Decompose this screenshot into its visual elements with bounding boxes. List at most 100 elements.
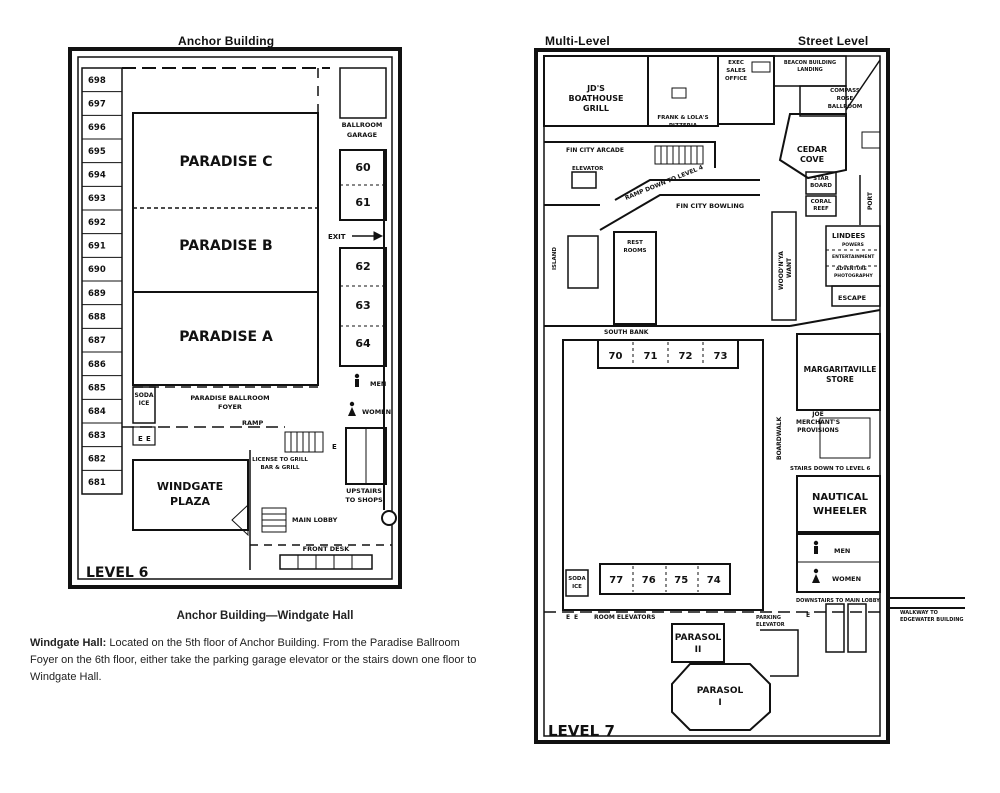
garage-label: GARAGE [347, 131, 377, 139]
guest-room-label: 693 [88, 194, 106, 204]
front-desk-label: FRONT DESK [303, 545, 351, 553]
exec-line1: EXEC [728, 60, 744, 66]
guest-room-label: 684 [88, 407, 106, 417]
walkway-line1: WALKWAY TO [900, 610, 938, 616]
downstairs-label: DOWNSTAIRS TO MAIN LOBBY [796, 598, 880, 604]
joe-line3: PROVISIONS [797, 427, 839, 434]
parasol1-line2: I [718, 698, 721, 708]
guest-room-label: 689 [88, 289, 106, 299]
anchor-building-plan [68, 47, 402, 589]
paradise-b-label: PARADISE B [179, 238, 272, 254]
upstairs-line2: TO SHOPS [345, 496, 383, 504]
nautical-line2: WHEELER [813, 506, 867, 517]
beacon-line2: LANDING [797, 67, 823, 73]
caption-title: Anchor Building—Windgate Hall [176, 610, 354, 622]
windgate-label-line2: PLAZA [170, 495, 211, 508]
anchor-ice-label: ICE [139, 400, 150, 407]
meeting-room-label: 72 [679, 351, 693, 362]
street-level-header: Street Level [798, 34, 869, 48]
escape-label: ESCAPE [838, 294, 866, 302]
margaritaville-line2: STORE [826, 375, 854, 384]
ramp-label: RAMP [242, 419, 264, 427]
license-grill-line1: LICENSE TO GRILL [252, 457, 308, 463]
anchor-restroom-icons [348, 373, 360, 416]
ballroom-label: BALLROOM [342, 121, 383, 129]
parking-elevator-line1: PARKING [756, 615, 781, 621]
anchor-women-label: WOMEN [362, 408, 391, 416]
parasol2-line2: II [695, 645, 702, 655]
powers-label: POWERS [842, 242, 864, 248]
ramp-down-label: RAMP DOWN TO LEVEL 4 [624, 164, 704, 202]
level7-restroom-icons [812, 540, 820, 583]
lindees-label: LINDEES [832, 232, 865, 240]
entertainment-label: ENTERTAINMENT [832, 254, 875, 260]
room-61-label: 61 [355, 196, 370, 209]
guest-room-label: 695 [88, 147, 106, 157]
compass-line2: ROSE [837, 96, 854, 102]
coral-line1: CORAL [811, 199, 832, 205]
rest-line1: REST [627, 240, 643, 246]
meeting-room-label: 71 [644, 351, 658, 362]
room-elevators-label: ROOM ELEVATORS [594, 614, 655, 621]
guest-room-label: 692 [88, 218, 106, 228]
beacon-line1: BEACON BUILDING [784, 60, 836, 66]
guest-room-label: 691 [88, 242, 106, 252]
level-7-plan [534, 48, 965, 744]
parasol2-line1: PARASOL [675, 633, 722, 643]
walkway-line2: EDGEWATER BUILDING [900, 617, 964, 623]
license-grill-line2: BAR & GRILL [260, 465, 300, 471]
jds-line1: JD'S [586, 84, 605, 93]
parking-elevator-line2: ELEVATOR [756, 622, 785, 628]
meeting-room-label: 70 [609, 351, 623, 362]
guest-room-label: 681 [88, 478, 106, 488]
guest-room-label: 694 [88, 171, 106, 181]
meeting-room-label: 75 [674, 575, 688, 586]
guest-room-label: 683 [88, 431, 106, 441]
level7-soda-label: SODA [568, 576, 586, 582]
level7-women-label: WOMEN [832, 575, 861, 583]
main-lobby-label: MAIN LOBBY [292, 516, 338, 524]
jds-line3: GRILL [583, 104, 609, 113]
anchor-building-header: Anchor Building [178, 34, 275, 48]
level-6-label: LEVEL 6 [86, 565, 148, 581]
compass-line1: COMPASS [830, 88, 860, 94]
exec-line2: SALES [726, 68, 745, 74]
star-line2: BOARD [810, 183, 832, 189]
jds-line2: BOATHOUSE [569, 94, 624, 103]
meeting-room-label: 77 [609, 575, 623, 586]
nautical-line1: NAUTICAL [812, 492, 869, 503]
windgate-label-line1: WINDGATE [157, 480, 223, 493]
caption-text: Located on the 5th floor of Anchor Build… [30, 637, 477, 683]
fin-bowling-label: FIN CITY BOWLING [676, 202, 744, 210]
room-64-label: 64 [355, 337, 371, 350]
cedar-line2: COVE [800, 155, 824, 164]
level7-elevator-e2: E [574, 614, 578, 621]
foyer-label-line2: FOYER [218, 403, 242, 411]
level7-elevator-e3: E [806, 612, 810, 619]
coral-line2: REEF [813, 206, 829, 212]
anchor-soda-label: SODA [134, 392, 153, 399]
joe-line1: JOE [811, 411, 823, 418]
guest-room-label: 690 [88, 265, 106, 275]
room-63-label: 63 [355, 299, 370, 312]
guest-room-label: 697 [88, 100, 106, 110]
joe-line2: MERCHANT'S [796, 419, 840, 426]
guest-room-label: 682 [88, 455, 106, 465]
boardwalk-label: BOARDWALK [776, 416, 783, 460]
meeting-room-label: 74 [707, 575, 721, 586]
level7-men-label: MEN [834, 547, 850, 555]
caption-lead: Windgate Hall: [30, 637, 107, 649]
fin-arcade-label: FIN CITY ARCADE [566, 147, 624, 154]
rest-line2: ROOMS [623, 248, 646, 254]
stairs-down-label: STAIRS DOWN TO LEVEL 6 [790, 466, 871, 472]
frank-line2: PIZZERIA [669, 123, 698, 129]
elevator-label: ELEVATOR [572, 166, 604, 172]
guest-room-label: 686 [88, 360, 106, 370]
guest-room-label: 685 [88, 384, 106, 394]
margaritaville-line1: MARGARITAVILLE [804, 365, 877, 374]
caption-body: Windgate Hall: Located on the 5th floor … [30, 635, 490, 686]
exit-label: EXIT [328, 233, 346, 241]
parasol1-line1: PARASOL [697, 686, 744, 696]
level7-elevator-e1: E [566, 614, 570, 621]
